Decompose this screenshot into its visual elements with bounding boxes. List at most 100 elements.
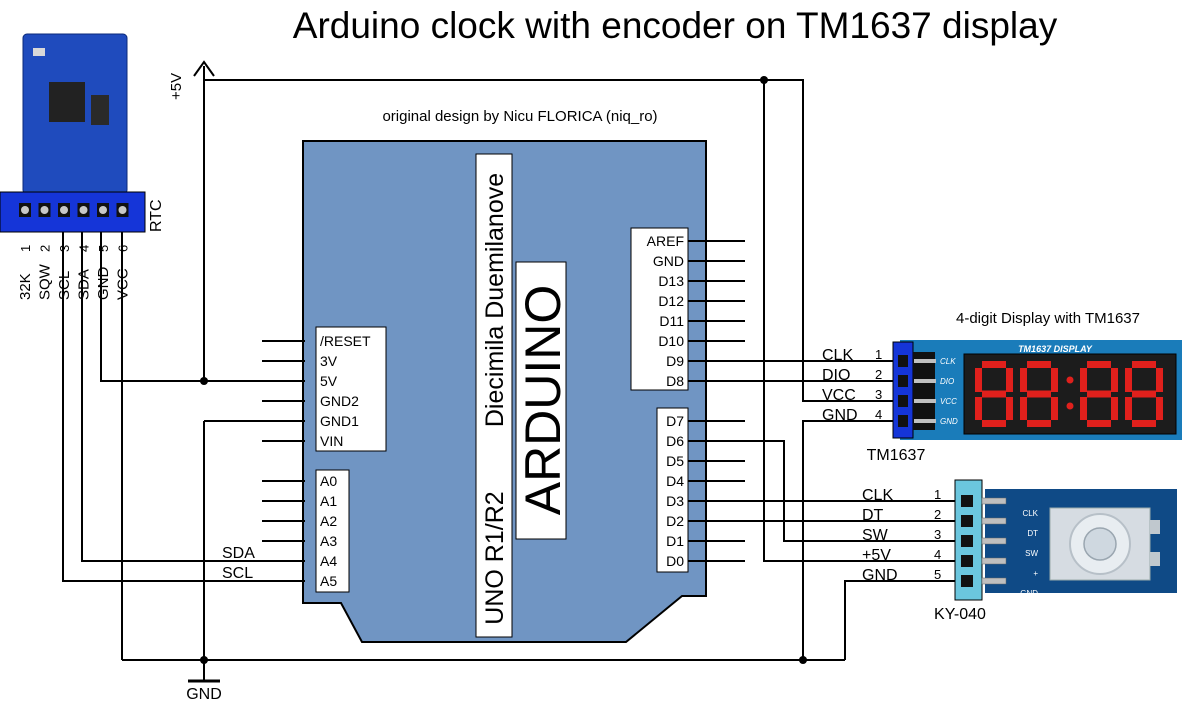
junction-dot <box>200 656 208 664</box>
digital-pin-label: D11 <box>659 313 684 329</box>
encoder-pin-name: +5V <box>862 547 891 564</box>
display-pin <box>914 359 936 363</box>
rtc-pin-number: 1 <box>18 245 33 252</box>
display-header-socket <box>913 352 935 430</box>
digit-segment <box>1006 368 1013 392</box>
digital-top-box <box>630 227 689 391</box>
encoder-pin <box>981 537 1007 545</box>
digital-pin-label: D13 <box>658 273 684 289</box>
brand-label-box <box>515 261 567 540</box>
rtc-sda-wire <box>81 232 305 562</box>
rtc-pin-hole <box>40 206 49 214</box>
encoder-pin <box>981 497 1007 505</box>
gnd-label: GND <box>186 686 222 703</box>
left-pin-stubs <box>262 340 305 582</box>
junction-dot <box>200 377 208 385</box>
model-line-1: Diecimila Duemilanove <box>481 173 509 427</box>
encoder-silk-label: CLK <box>1022 509 1038 518</box>
digit-segment <box>1156 368 1163 392</box>
digital-pin-label: D6 <box>666 433 684 449</box>
analog-pin-label: A2 <box>320 513 337 529</box>
encoder-tab-right-bottom <box>1150 552 1160 566</box>
diagram-title: Arduino clock with encoder on TM1637 dis… <box>293 5 1058 46</box>
display-pin-silk: CLK <box>940 357 956 366</box>
digit-segment <box>982 420 1006 427</box>
encoder-pin-name: SW <box>862 527 889 544</box>
vcc-to-encoder <box>763 80 955 562</box>
digital-pin-label: GND <box>653 253 684 269</box>
digital-pin-label: D9 <box>666 353 684 369</box>
digit-segment <box>1087 420 1111 427</box>
rtc-pin-hole <box>118 206 127 214</box>
rtc-pin-number: 4 <box>77 245 92 252</box>
design-credit: original design by Nicu FLORICA (niq_ro) <box>382 108 657 125</box>
digit-segment <box>1132 361 1156 368</box>
display-pin <box>898 415 908 427</box>
colon-dot-top <box>1066 376 1074 384</box>
gnd-to-display <box>802 420 893 660</box>
display-pin-name: DIO <box>822 367 850 384</box>
digit-segment <box>975 368 982 392</box>
gnd-to-encoder <box>844 580 955 660</box>
digital-pin-label: D0 <box>666 553 684 569</box>
encoder-pin <box>981 517 1007 525</box>
digit-segment <box>1087 390 1111 398</box>
digit-segment <box>1080 397 1087 420</box>
rtc-pin-number: 2 <box>38 245 53 252</box>
display-pin <box>914 379 936 383</box>
rtc-label: RTC <box>148 199 165 232</box>
analog-pin-label: A4 <box>320 553 337 569</box>
digital-pin-label: D12 <box>658 293 684 309</box>
rtc-pin-name: SDA <box>76 269 93 300</box>
digital-pin-label: D3 <box>666 493 684 509</box>
encoder-pin-number: 3 <box>934 527 941 542</box>
encoder-pin-name: DT <box>862 507 884 524</box>
power-pin-label: GND1 <box>320 413 359 429</box>
rtc-scl-wire <box>62 232 305 582</box>
digit-segment <box>1111 397 1118 420</box>
rtc-pin-hole <box>60 206 68 214</box>
display-pin <box>898 395 908 407</box>
digit-segment <box>1027 390 1051 398</box>
digit-segment <box>1027 420 1051 427</box>
digital-pin-label: D8 <box>666 373 684 389</box>
display-board-title: TM1637 DISPLAY <box>1018 344 1093 354</box>
encoder-silk-label: GND <box>1020 589 1038 598</box>
digit-segment <box>1051 397 1058 420</box>
display-pin-number: 1 <box>875 347 882 362</box>
junction-dot <box>760 76 768 84</box>
rtc-pin-number: 5 <box>96 245 111 252</box>
power-pin-label: 3V <box>320 353 338 369</box>
encoder-knob-shaft <box>1083 527 1117 561</box>
arduino-brand: ARDUINO <box>515 285 571 516</box>
encoder-pin-number: 4 <box>934 547 941 562</box>
right-pin-stubs <box>688 240 745 562</box>
power-pin-label: /RESET <box>320 333 371 349</box>
tm1637-display-module: 4-digit Display with TM1637 TM1637 DISPL… <box>822 310 1182 464</box>
power-pin-box <box>315 326 387 452</box>
power-pin-label: VIN <box>320 433 343 449</box>
model-label-box <box>475 153 513 638</box>
display-name: TM1637 <box>867 447 926 464</box>
encoder-silk-label: + <box>1033 569 1038 578</box>
rtc-chip-small <box>33 48 45 56</box>
digit-segment <box>1006 397 1013 420</box>
display-pin-name: VCC <box>822 387 856 404</box>
digit-segment <box>1080 368 1087 392</box>
encoder-pin-number: 5 <box>934 567 941 582</box>
vcc-rail-top <box>204 79 893 402</box>
rtc-pin-number: 6 <box>116 245 131 252</box>
rtc-pin-hole <box>99 206 107 214</box>
encoder-pin-hole <box>961 495 973 507</box>
vcc-arrow <box>193 60 215 77</box>
wires <box>62 60 955 683</box>
display-heading: 4-digit Display with TM1637 <box>956 310 1140 327</box>
rtc-pin-name: 32K <box>17 273 34 300</box>
rtc-pin-name: GND <box>95 267 112 301</box>
vcc-label: +5V <box>168 73 185 100</box>
digit-segment <box>982 390 1006 398</box>
digit-segment <box>1020 368 1027 392</box>
